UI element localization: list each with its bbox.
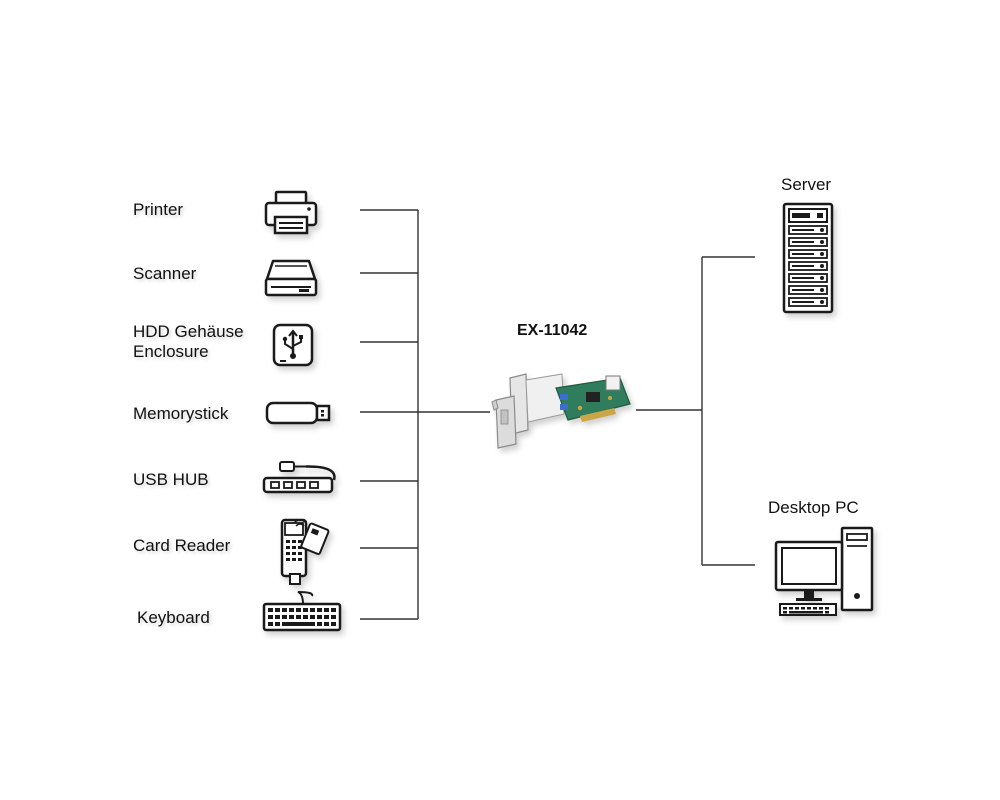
label-keyboard: Keyboard [137, 608, 210, 627]
label-usb-hub: USB HUB [133, 470, 209, 489]
desktop-pc-icon [774, 526, 878, 618]
label-desktop-pc: Desktop PC [768, 498, 859, 517]
card-reader-icon [276, 516, 332, 586]
label-hdd-line1: HDD Gehäuse [133, 322, 244, 341]
label-printer: Printer [133, 200, 184, 219]
label-card-reader: Card Reader [133, 536, 231, 555]
label-server: Server [781, 175, 832, 194]
label-memorystick: Memorystick [133, 404, 229, 423]
scanner-icon [263, 257, 319, 301]
pcie-card-image [490, 370, 638, 452]
product-name: EX-11042 [517, 322, 588, 339]
server-icon [782, 202, 834, 314]
usb-stick-icon [265, 400, 331, 426]
label-hdd-line2: Enclosure [133, 342, 209, 361]
usb-hub-icon [262, 460, 342, 496]
label-scanner: Scanner [133, 264, 197, 283]
printer-icon [263, 190, 319, 236]
hdd-enclosure-icon [270, 322, 316, 368]
keyboard-icon [262, 590, 344, 634]
